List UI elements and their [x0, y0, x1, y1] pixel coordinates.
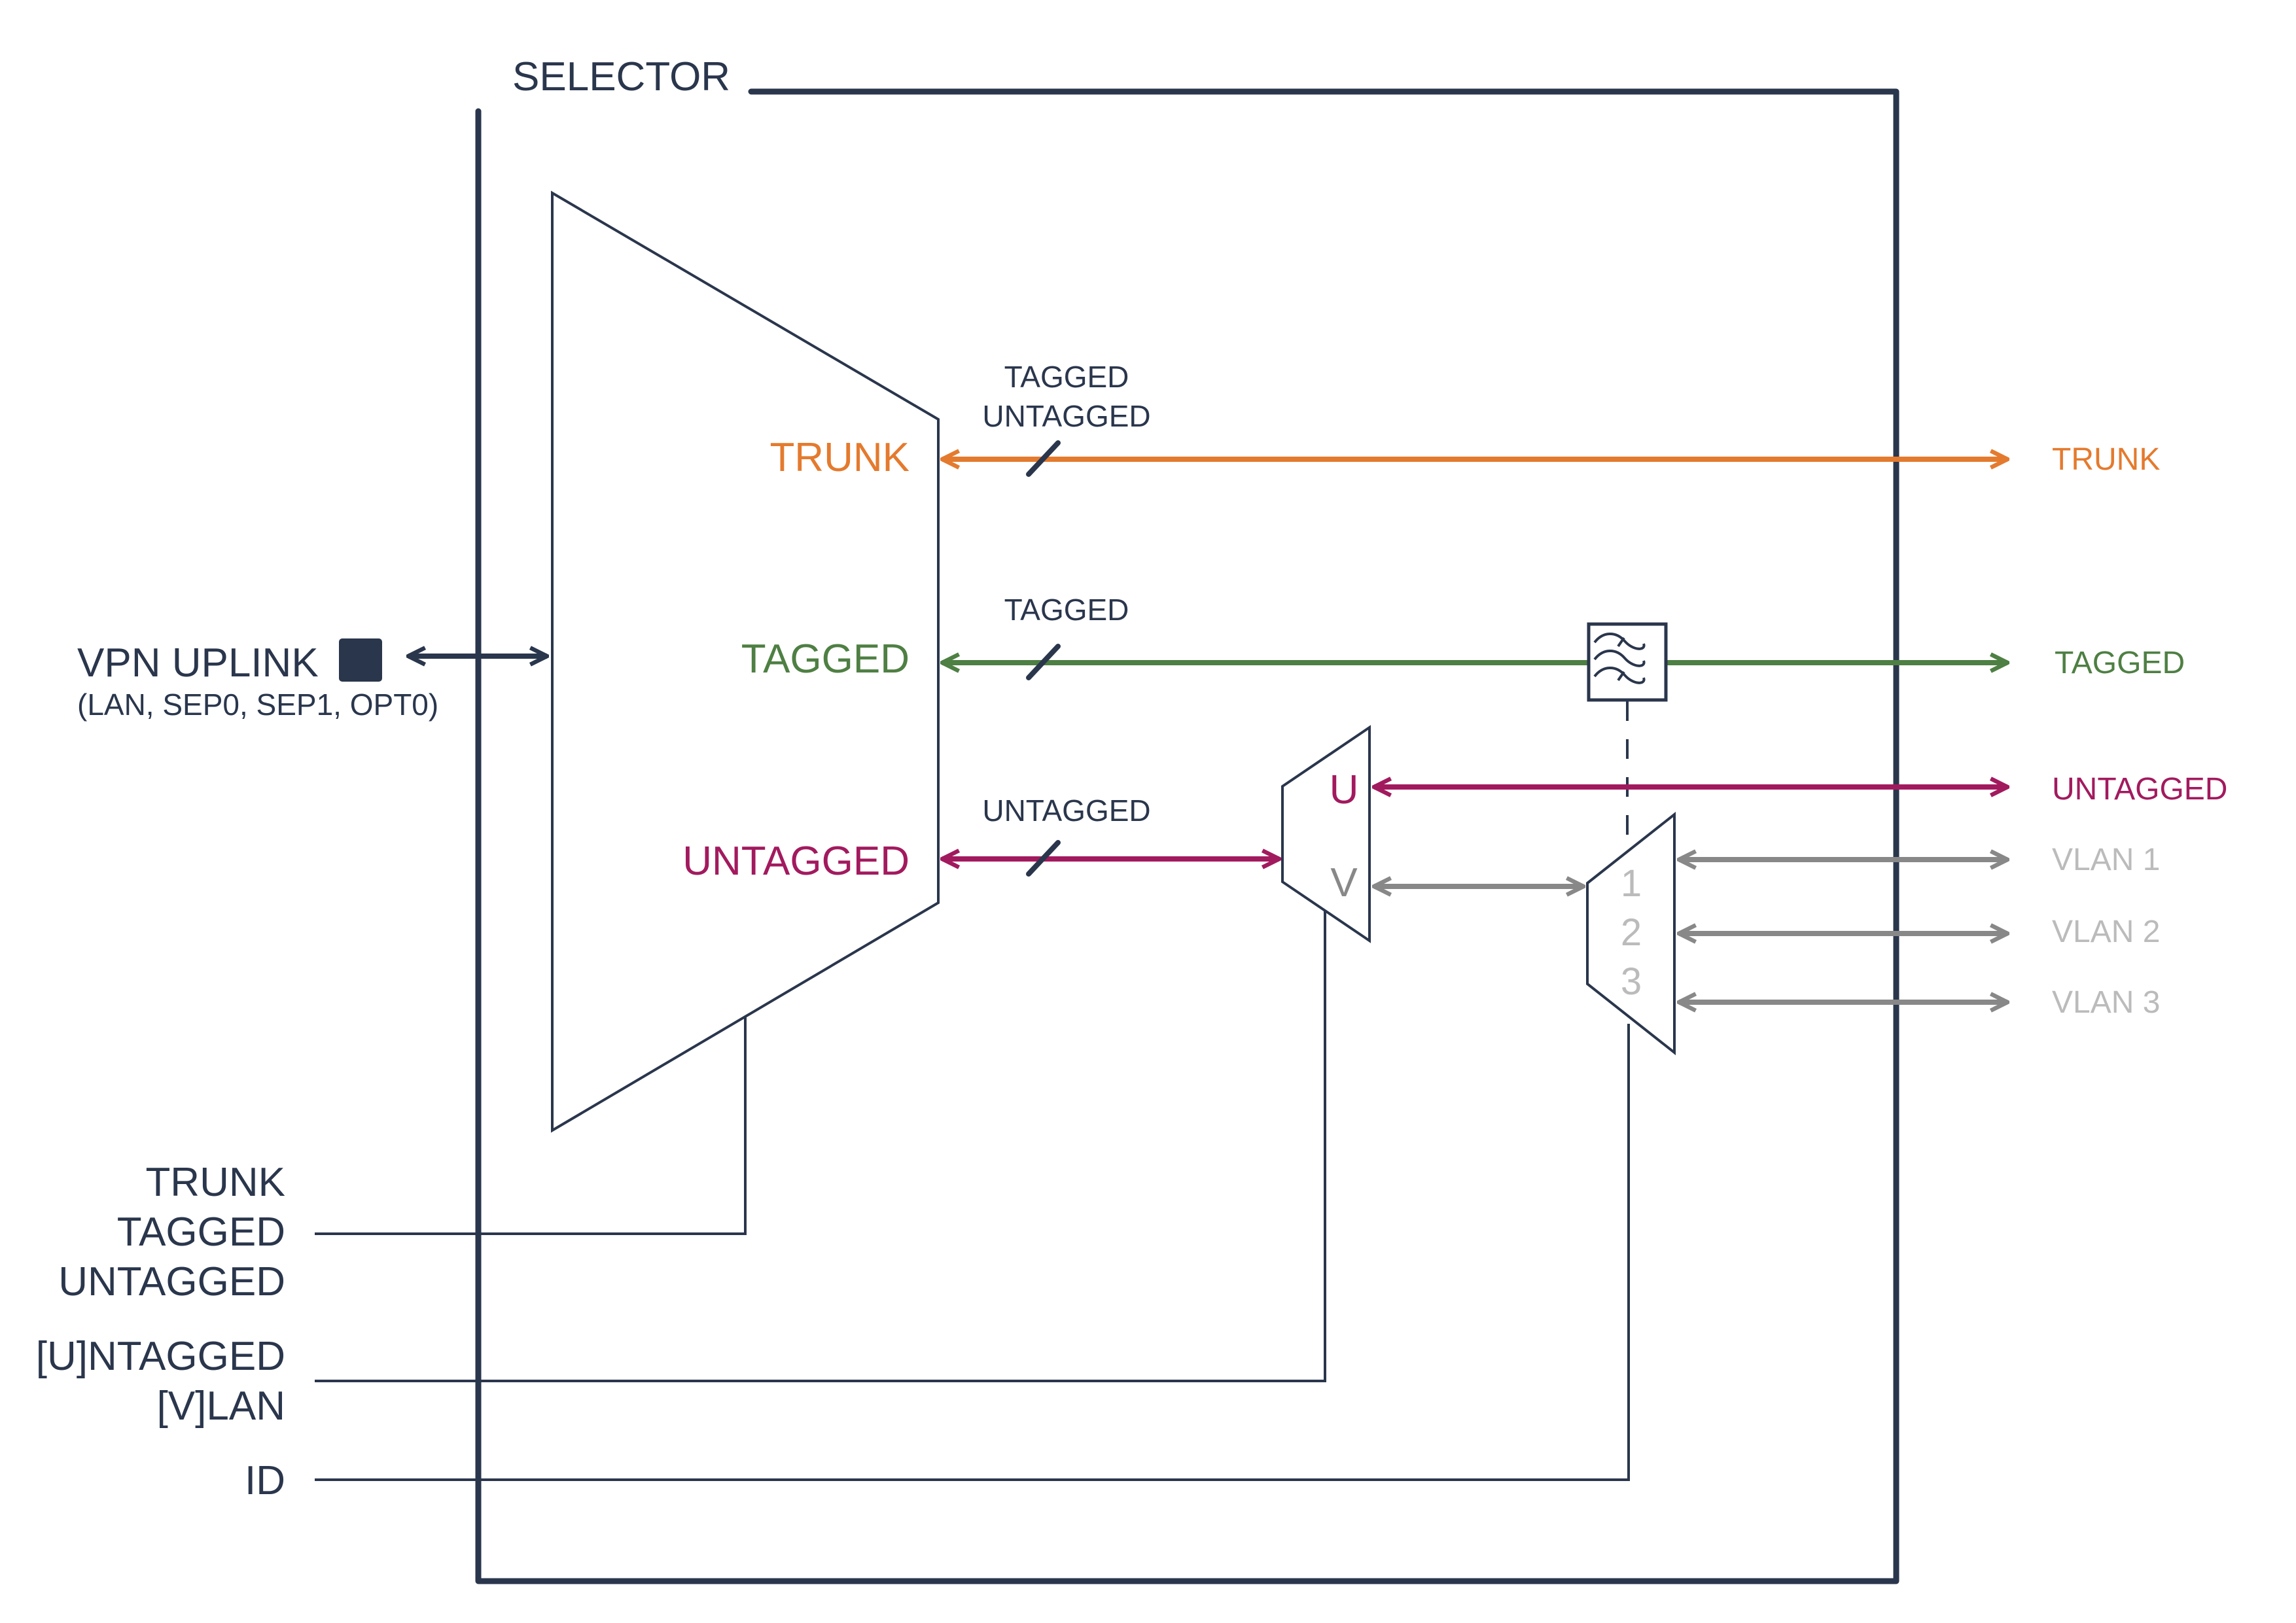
selector-frame: [475, 88, 1899, 1584]
control-mode-untagged: UNTAGGED: [58, 1259, 285, 1304]
control-uv-untagged: [U]NTAGGED: [36, 1334, 285, 1379]
mux-output-untagged-label: UNTAGGED: [682, 839, 910, 884]
control-uv-vlan: [V]LAN: [157, 1384, 285, 1429]
control-id: ID: [245, 1458, 285, 1503]
filter-waves-icon: [1587, 622, 1668, 702]
output-trunk-label: TRUNK: [2052, 442, 2160, 477]
uv-control-wire: [315, 911, 1326, 1382]
vlan-mux-1-label: 1: [1621, 862, 1642, 905]
uplink-sublabel: (LAN, SEP0, SEP1, OPT0): [77, 688, 438, 722]
uplink-label: VPN UPLINK: [77, 640, 319, 686]
output-tagged-label: TAGGED: [2055, 646, 2185, 680]
uv-mux: [1281, 725, 1371, 943]
main-mux: [551, 190, 940, 1133]
uv-mux-u-label: U: [1330, 767, 1359, 812]
control-mode-trunk: TRUNK: [145, 1160, 285, 1205]
square-port-icon[interactable]: [339, 638, 382, 682]
mode-control-wire: [315, 1016, 747, 1235]
trunk-bus-slash: [1026, 440, 1061, 477]
uv-mux-v-label: V: [1330, 860, 1358, 905]
trunk-bus-label-2: UNTAGGED: [982, 399, 1150, 433]
vlan-mux-2-label: 2: [1621, 911, 1642, 954]
output-vlan2-label: VLAN 2: [2052, 915, 2160, 949]
tagged-bus-label: TAGGED: [1004, 593, 1129, 627]
selector-title: SELECTOR: [512, 54, 730, 99]
control-mode-tagged: TAGGED: [117, 1210, 285, 1255]
trunk-bus-label-1: TAGGED: [1004, 360, 1129, 394]
mux-output-trunk-label: TRUNK: [769, 435, 910, 480]
tagged-bus-slash: [1026, 644, 1061, 680]
mux-output-tagged-label: TAGGED: [741, 637, 910, 682]
output-untagged-label: UNTAGGED: [2052, 772, 2227, 807]
untagged-bus-label: UNTAGGED: [982, 794, 1150, 828]
vlan-mux: [1586, 811, 1676, 1056]
untagged-bus-slash: [1026, 840, 1061, 877]
id-control-wire: [315, 1024, 1630, 1481]
output-vlan3-label: VLAN 3: [2052, 985, 2160, 1020]
output-vlan1-label: VLAN 1: [2052, 843, 2160, 877]
vlan-mux-3-label: 3: [1621, 960, 1642, 1003]
